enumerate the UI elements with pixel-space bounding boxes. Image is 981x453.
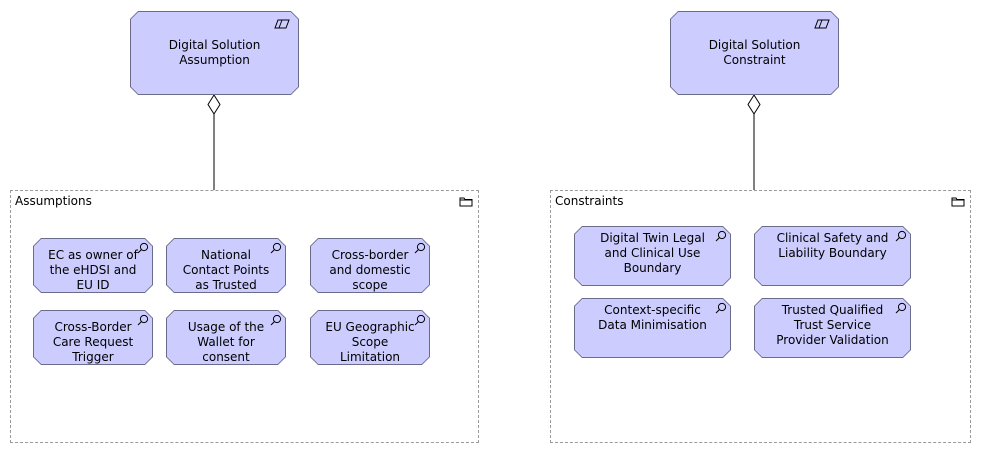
constraints-group[interactable]: Constraints [550, 190, 971, 443]
assumption-item[interactable]: Cross-border and domestic scope [310, 238, 430, 293]
node-label: Digital Solution Constraint [708, 38, 801, 67]
assumption-item[interactable]: EU Geographic Scope Limitation [310, 310, 430, 365]
item-label: Cross-border and domestic scope [329, 248, 411, 292]
assumption-item[interactable]: EC as owner of the eHDSI and EU ID [33, 238, 153, 293]
assumptions-group[interactable]: Assumptions [10, 190, 479, 443]
parallelogram-icon [814, 19, 830, 29]
group-title: Assumptions [15, 194, 92, 208]
aggregation-connector-constraints[interactable] [747, 94, 761, 190]
folder-icon [951, 197, 965, 207]
search-icon [414, 314, 426, 326]
item-label: Usage of the Wallet for consent [187, 320, 265, 364]
group-title: Constraints [555, 194, 624, 208]
parallelogram-icon [274, 19, 290, 29]
item-label: EU Geographic Scope Limitation [325, 320, 415, 364]
search-icon [270, 314, 282, 326]
constraint-item[interactable]: Digital Twin Legal and Clinical Use Boun… [574, 226, 731, 286]
search-icon [895, 230, 907, 242]
item-label: Clinical Safety and Liability Boundary [776, 231, 889, 260]
item-label: Trusted Qualified Trust Service Provider… [776, 303, 889, 347]
constraint-item[interactable]: Trusted Qualified Trust Service Provider… [754, 298, 911, 358]
digital-solution-assumption-node[interactable]: Digital Solution Assumption [130, 11, 299, 95]
search-icon [715, 230, 727, 242]
constraint-item[interactable]: Context-specific Data Minimisation [574, 298, 731, 358]
constraint-item[interactable]: Clinical Safety and Liability Boundary [754, 226, 911, 286]
assumption-item[interactable]: Cross-Border Care Request Trigger [33, 310, 153, 365]
aggregation-diamond [207, 94, 221, 115]
item-label: Context-specific Data Minimisation [598, 303, 707, 332]
search-icon [715, 302, 727, 314]
folder-icon [459, 197, 473, 207]
aggregation-diamond [747, 94, 761, 115]
aggregation-connector-assumptions[interactable] [207, 94, 221, 190]
search-icon [137, 314, 149, 326]
item-label: National Contact Points as Trusted [182, 248, 270, 292]
assumption-item[interactable]: National Contact Points as Trusted [166, 238, 286, 293]
search-icon [137, 242, 149, 254]
assumption-item[interactable]: Usage of the Wallet for consent [166, 310, 286, 365]
item-label: EC as owner of the eHDSI and EU ID [48, 248, 138, 292]
item-label: Cross-Border Care Request Trigger [52, 320, 134, 364]
search-icon [414, 242, 426, 254]
node-label: Digital Solution Assumption [168, 38, 261, 67]
item-label: Digital Twin Legal and Clinical Use Boun… [600, 231, 705, 275]
search-icon [895, 302, 907, 314]
digital-solution-constraint-node[interactable]: Digital Solution Constraint [670, 11, 839, 95]
search-icon [270, 242, 282, 254]
